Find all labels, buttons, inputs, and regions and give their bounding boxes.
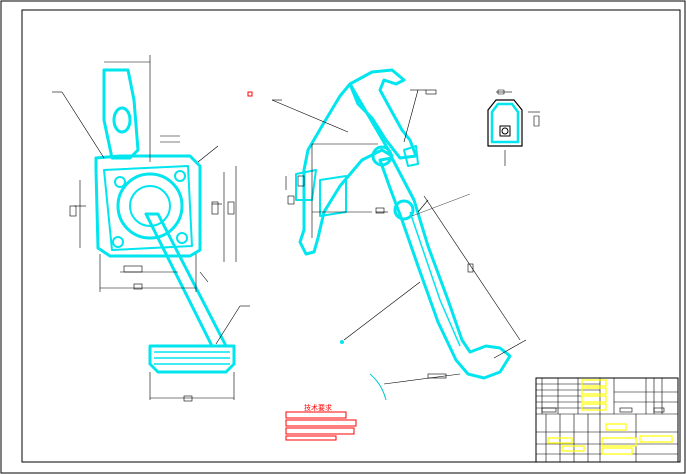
pedal-front-view-icon	[94, 68, 236, 374]
technical-notes: 技术要求	[285, 403, 357, 441]
drawing-border	[21, 9, 681, 463]
side-view-dimensions	[271, 89, 527, 401]
pedal-side-view-icon	[295, 68, 512, 380]
section-view-icon	[487, 89, 540, 166]
front-view-dimensions	[52, 55, 250, 402]
title-block-highlights	[547, 379, 673, 455]
leader-dot	[340, 340, 344, 344]
red-marker	[247, 91, 253, 97]
title-block-icon	[535, 377, 679, 463]
notes-heading: 技术要求	[304, 403, 332, 412]
